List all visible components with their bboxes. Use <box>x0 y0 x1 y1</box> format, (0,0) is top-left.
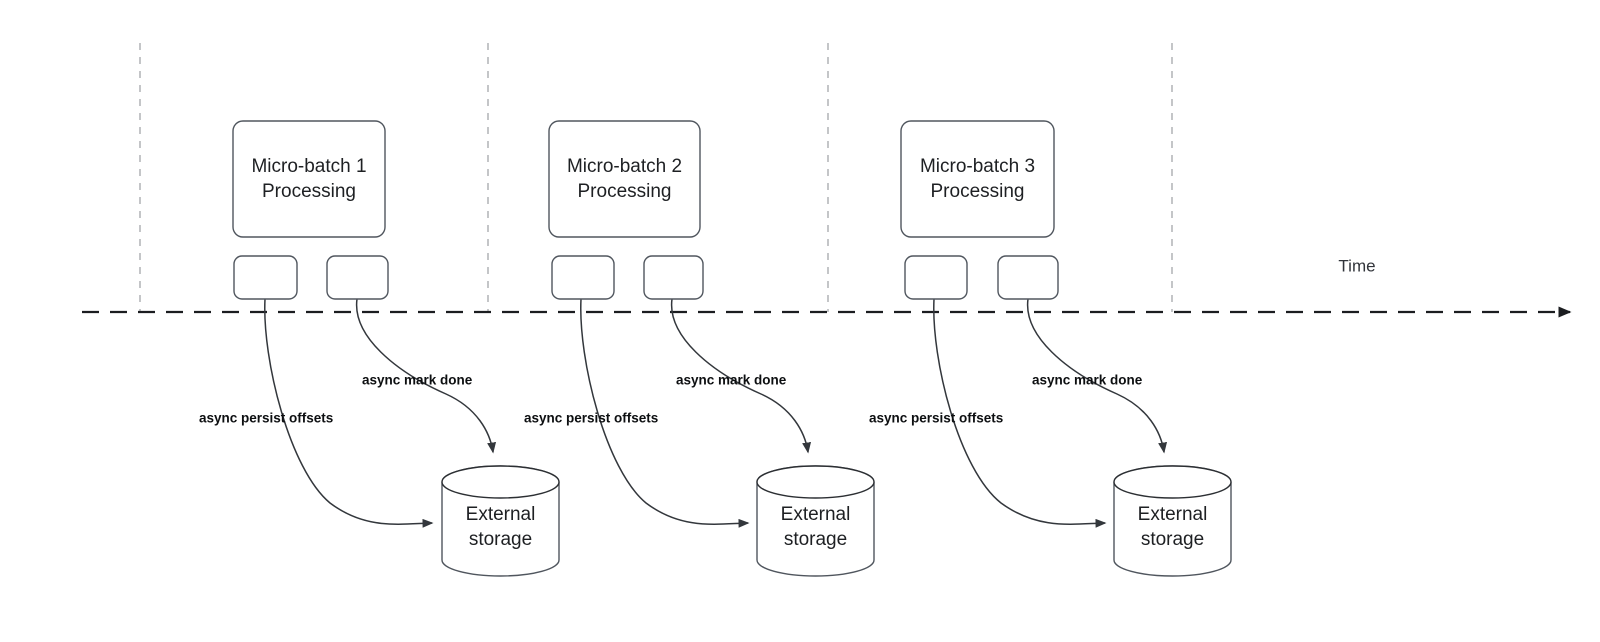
process-box-micro-batch-1[interactable] <box>232 120 386 238</box>
edge-label-mb2-mark-done: async mark done <box>676 373 787 388</box>
task-box-mb2-task-right[interactable] <box>643 255 704 300</box>
storage-cylinder-top-external-storage-2 <box>756 465 875 499</box>
edge-mb2-mark-done <box>670 298 812 454</box>
timeline-axis-group: Time <box>82 256 1572 318</box>
edge-mb3-mark-done <box>1026 298 1168 454</box>
edge-label-mb1-persist-offsets: async persist offsets <box>199 411 333 426</box>
process-box-label-line1-micro-batch-1: Micro-batch 1 <box>251 156 366 177</box>
edge-label-mb3-mark-done: async mark done <box>1032 373 1143 388</box>
process-box-label-line2-micro-batch-3: Processing <box>931 181 1025 202</box>
task-box-mb2-task-left[interactable] <box>551 255 615 300</box>
storage-label-line1-external-storage-1: External <box>466 504 536 525</box>
edge-mb3-persist-offsets <box>933 298 1107 528</box>
storage-label-line2-external-storage-3: storage <box>1141 529 1204 550</box>
edge-label-mb1-mark-done: async mark done <box>362 373 473 388</box>
time-axis-label: Time <box>1338 256 1375 275</box>
edge-label-mb2-persist-offsets: async persist offsets <box>524 411 658 426</box>
edge-label-mb3-persist-offsets: async persist offsets <box>869 411 1003 426</box>
process-box-label-line2-micro-batch-1: Processing <box>262 181 356 202</box>
storage-cylinder-top-external-storage-3 <box>1113 465 1232 499</box>
storage-label-line2-external-storage-2: storage <box>784 529 847 550</box>
process-box-micro-batch-2[interactable] <box>548 120 701 238</box>
timeline-tick-group <box>139 43 1173 312</box>
storage-label-line1-external-storage-2: External <box>781 504 851 525</box>
task-box-mb1-task-right[interactable] <box>326 255 389 300</box>
storage-label-line1-external-storage-3: External <box>1138 504 1208 525</box>
process-box-label-line1-micro-batch-2: Micro-batch 2 <box>567 156 682 177</box>
storage-cylinder-top-external-storage-1 <box>441 465 560 499</box>
task-box-mb3-task-left[interactable] <box>904 255 968 300</box>
edges-group <box>264 298 1168 528</box>
edge-labels-group: async persist offsets async mark done asyn… <box>199 373 1143 426</box>
edge-mb1-mark-done <box>355 298 497 454</box>
edge-mb1-persist-offsets <box>264 298 434 528</box>
process-box-label-line1-micro-batch-3: Micro-batch 3 <box>920 156 1035 177</box>
process-box-label-line2-micro-batch-2: Processing <box>578 181 672 202</box>
process-box-micro-batch-3[interactable] <box>900 120 1055 238</box>
task-box-mb3-task-right[interactable] <box>997 255 1059 300</box>
edge-mb2-persist-offsets <box>580 298 750 528</box>
storage-label-line2-external-storage-1: storage <box>469 529 532 550</box>
task-box-mb1-task-left[interactable] <box>233 255 298 300</box>
